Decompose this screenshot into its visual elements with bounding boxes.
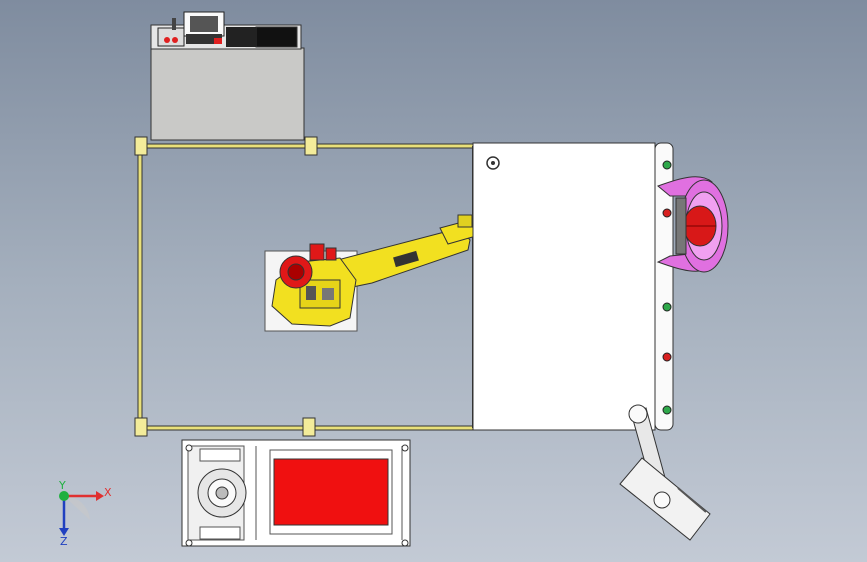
fence-post xyxy=(302,417,316,437)
rotary-fixture[interactable] xyxy=(656,176,729,273)
red-workpiece xyxy=(273,458,389,526)
x-axis-label: X xyxy=(104,486,112,499)
robot-arm[interactable] xyxy=(271,214,477,327)
work-table[interactable] xyxy=(472,142,674,431)
safety-fence[interactable] xyxy=(134,136,474,437)
z-axis-label: Z xyxy=(60,535,68,548)
indicator-light-green xyxy=(662,302,672,312)
y-axis-dot xyxy=(59,491,69,501)
robot-motor xyxy=(279,255,313,289)
fence-post xyxy=(134,136,148,156)
triad-arc xyxy=(64,495,90,520)
indicator-light-red xyxy=(662,352,672,362)
x-axis-arrowhead xyxy=(96,491,104,501)
indicator-light-red xyxy=(662,208,672,218)
fence-post xyxy=(304,136,318,156)
operator-panel[interactable] xyxy=(619,404,711,541)
conveyor-cart[interactable] xyxy=(181,439,411,547)
spindle-wheel xyxy=(197,468,247,518)
y-axis-label: Y xyxy=(58,479,66,492)
indicator-light-green xyxy=(662,405,672,415)
indicator-light-green xyxy=(662,160,672,170)
coordinate-triad: X Y Z xyxy=(58,479,112,548)
fence-post xyxy=(134,417,148,437)
controller-cabinet[interactable] xyxy=(150,11,305,141)
z-axis-arrowhead xyxy=(59,528,69,536)
